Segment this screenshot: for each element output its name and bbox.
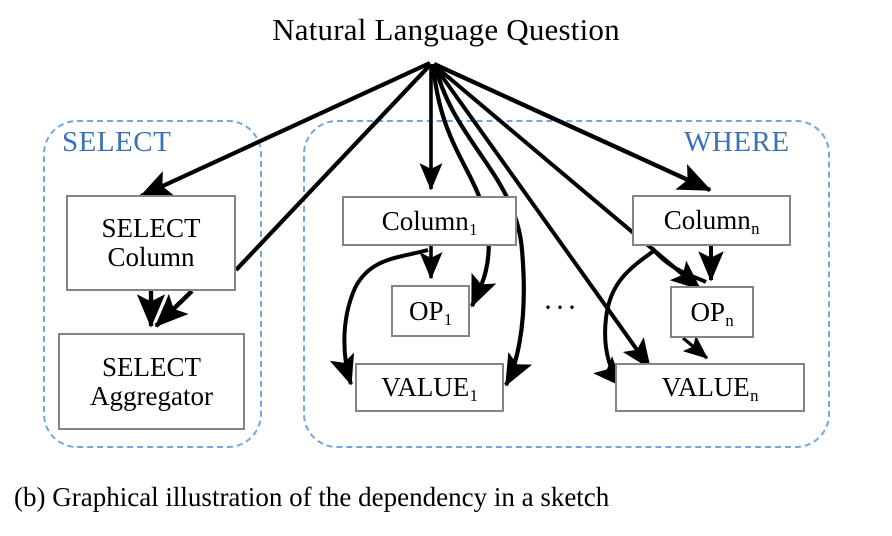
page-title: Natural Language Question — [272, 12, 620, 47]
node-value-1-base: VALUE — [381, 372, 470, 403]
node-op-n[interactable]: OPn — [670, 286, 754, 338]
figure-caption: (b) Graphical illustration of the depend… — [14, 482, 610, 512]
node-select-column[interactable]: SELECT Column — [66, 195, 236, 291]
node-column-1[interactable]: Column1 — [342, 196, 517, 246]
node-select-aggregator-line1: SELECT — [102, 351, 201, 382]
node-value-n[interactable]: VALUEn — [615, 363, 805, 412]
node-value-1-sub: 1 — [469, 386, 479, 406]
node-select-column-line1: SELECT — [101, 213, 201, 244]
node-op-n-base: OP — [690, 296, 726, 327]
select-group-label: SELECT — [62, 126, 172, 158]
node-op-1-sub: 1 — [443, 309, 453, 329]
node-op-1[interactable]: OP1 — [391, 285, 470, 337]
node-op-1-base: OP — [409, 295, 444, 326]
ellipsis-separator: ··· — [543, 291, 579, 324]
node-column-1-base: Column — [381, 205, 469, 236]
node-column-n-base: Column — [663, 205, 751, 236]
node-op-n-sub: n — [725, 310, 734, 330]
node-value-1[interactable]: VALUE1 — [355, 363, 504, 412]
where-group-label: WHERE — [684, 126, 790, 158]
node-select-aggregator[interactable]: SELECT Aggregator — [58, 333, 245, 430]
node-select-aggregator-line2: Aggregator — [90, 380, 213, 411]
node-value-n-base: VALUE — [661, 372, 750, 403]
node-value-n-sub: n — [750, 386, 759, 406]
node-select-column-line2: Column — [107, 242, 195, 272]
node-column-1-sub: 1 — [469, 219, 478, 239]
node-column-n[interactable]: Columnn — [632, 195, 791, 246]
node-column-n-sub: n — [751, 219, 760, 239]
